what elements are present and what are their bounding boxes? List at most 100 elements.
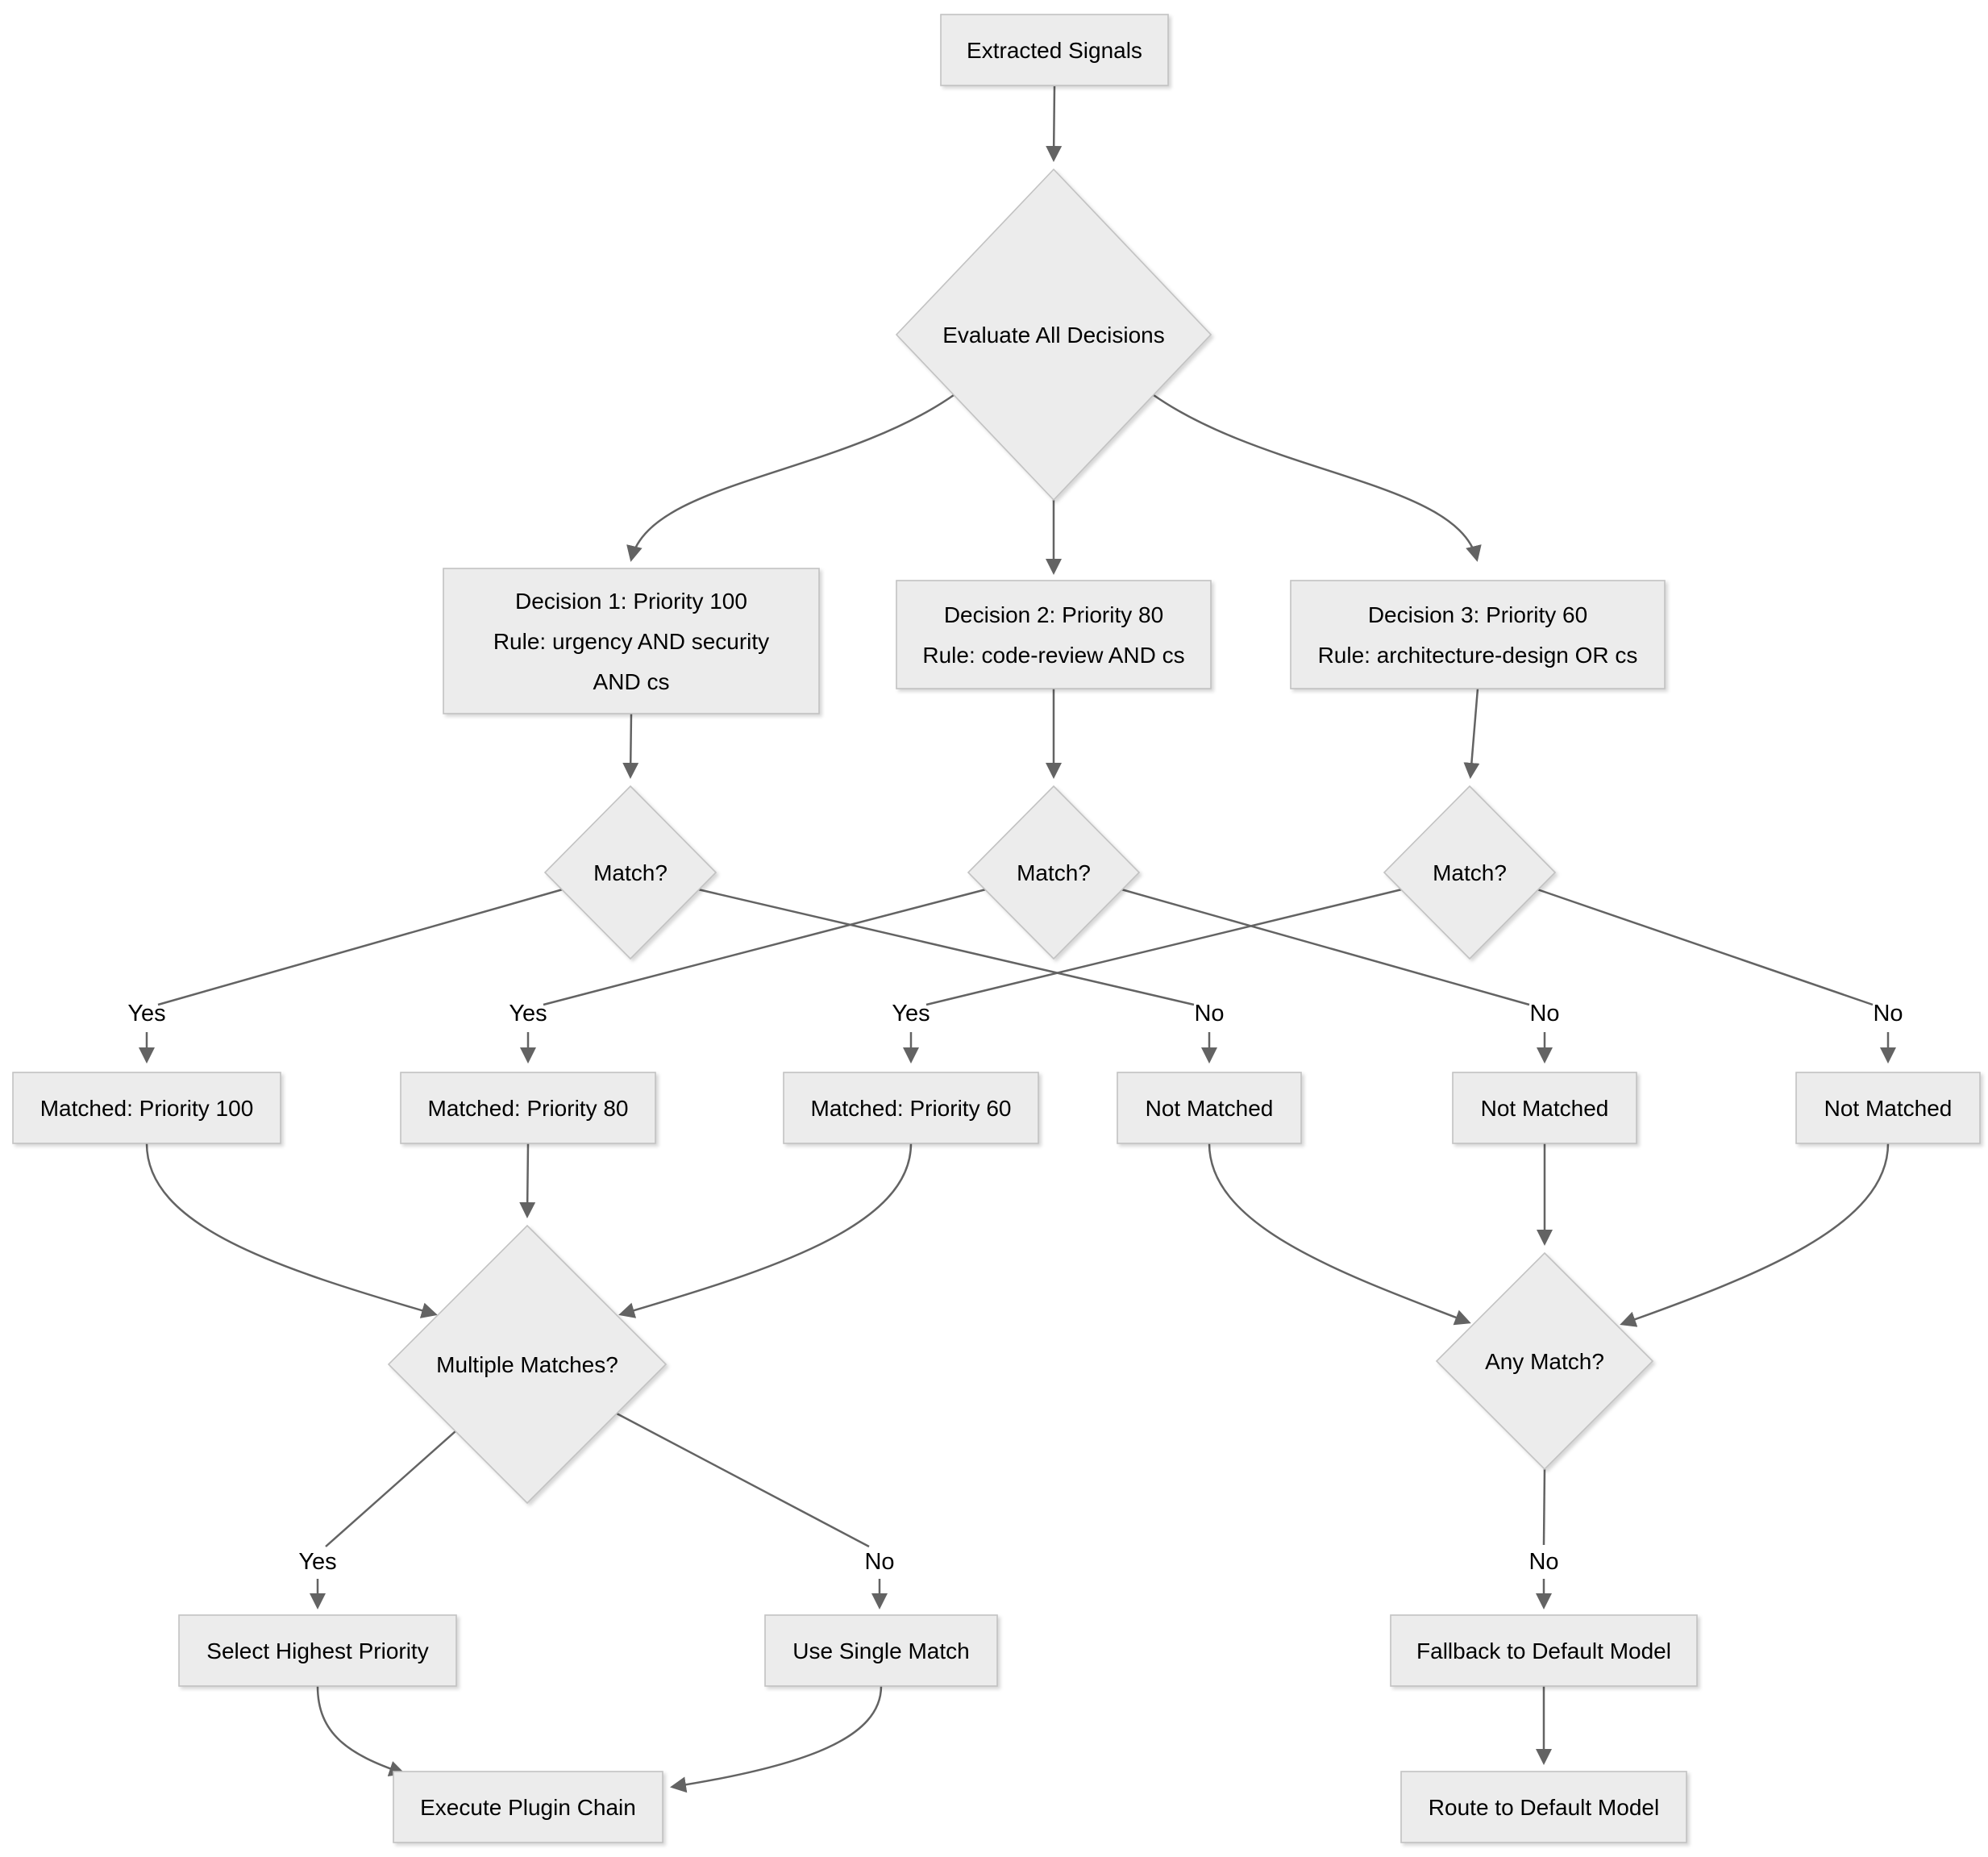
edge-match3-yes-diagonal	[925, 888, 1403, 1006]
edge-match3-no-diagonal	[1537, 888, 1874, 1006]
node-matched-priority-60-label: Matched: Priority 60	[811, 1096, 1012, 1121]
node-match-2-shape	[967, 785, 1141, 960]
node-extracted-signals-shape	[940, 14, 1169, 86]
node-decision-1: Decision 1: Priority 100 Rule: urgency A…	[443, 568, 820, 714]
node-matched-priority-100: Matched: Priority 100	[12, 1072, 281, 1144]
edge-decision3-to-match3	[1463, 688, 1480, 779]
edges-layer	[139, 85, 1896, 1793]
node-use-single-match-label: Use Single Match	[792, 1638, 969, 1663]
node-select-highest-priority: Select Highest Priority	[178, 1614, 457, 1687]
node-execute-plugin-chain: Execute Plugin Chain	[393, 1771, 663, 1843]
edge-label-match2-no: No	[1529, 1001, 1559, 1026]
node-decision-1-line3: AND cs	[593, 669, 670, 694]
node-decision-1-shape	[443, 568, 820, 714]
node-route-to-default-model-label: Route to Default Model	[1429, 1795, 1659, 1820]
node-matched-priority-100-label: Matched: Priority 100	[40, 1096, 254, 1121]
node-evaluate-all-decisions: Evaluate All Decisions	[895, 168, 1212, 502]
node-decision-3: Decision 3: Priority 60 Rule: architectu…	[1290, 580, 1666, 689]
nodes-layer: Extracted Signals Evaluate All Decisions…	[12, 14, 1981, 1843]
node-match-3: Match?	[1383, 785, 1557, 960]
node-any-match: Any Match?	[1435, 1251, 1654, 1471]
edge-select-to-execute	[316, 1685, 406, 1777]
edge-decision1-to-match1	[622, 713, 639, 779]
edge-notmatched3-to-any	[1620, 1143, 1890, 1327]
node-evaluate-all-decisions-shape	[895, 168, 1212, 502]
node-decision-3-line1: Decision 3: Priority 60	[1368, 602, 1587, 627]
edge-matched60-to-multiple	[618, 1143, 913, 1318]
edge-label-match1-yes: Yes	[127, 1001, 165, 1026]
edge-label-match3-no: No	[1873, 1001, 1903, 1026]
node-decision-3-shape	[1290, 580, 1666, 689]
node-matched-priority-80: Matched: Priority 80	[400, 1072, 656, 1144]
edge-label-match2-yes: Yes	[509, 1001, 547, 1026]
node-not-matched-1: Not Matched	[1117, 1072, 1302, 1144]
node-not-matched-3-shape	[1795, 1072, 1981, 1144]
node-not-matched-1-label: Not Matched	[1146, 1096, 1274, 1121]
node-match-1-label: Match?	[593, 860, 668, 885]
node-matched-priority-80-shape	[400, 1072, 656, 1144]
node-multiple-matches-shape	[387, 1224, 668, 1505]
edge-matched80-to-multiple	[519, 1143, 536, 1218]
node-select-highest-priority-shape	[178, 1614, 457, 1687]
node-multiple-matches-label: Multiple Matches?	[436, 1352, 618, 1377]
node-matched-priority-60: Matched: Priority 60	[783, 1072, 1039, 1144]
node-any-match-label: Any Match?	[1485, 1349, 1604, 1374]
edge-multiple-no-diagonal	[616, 1412, 870, 1548]
node-fallback-to-default-model-shape	[1390, 1614, 1698, 1687]
node-not-matched-2-label: Not Matched	[1481, 1096, 1609, 1121]
node-extracted-signals-label: Extracted Signals	[967, 38, 1142, 63]
edge-notmatched1-to-any	[1208, 1143, 1471, 1326]
node-select-highest-priority-label: Select Highest Priority	[206, 1638, 428, 1663]
edge-match1-yes-diagonal	[157, 888, 564, 1006]
node-route-to-default-model: Route to Default Model	[1400, 1771, 1687, 1843]
node-fallback-to-default-model: Fallback to Default Model	[1390, 1614, 1698, 1687]
node-not-matched-2-shape	[1452, 1072, 1637, 1144]
edge-label-match1-no: No	[1194, 1001, 1224, 1026]
node-match-3-shape	[1383, 785, 1557, 960]
node-match-1-shape	[543, 785, 717, 960]
node-evaluate-all-decisions-label: Evaluate All Decisions	[942, 323, 1164, 348]
node-multiple-matches: Multiple Matches?	[387, 1224, 668, 1505]
node-fallback-to-default-model-label: Fallback to Default Model	[1416, 1638, 1671, 1663]
node-extracted-signals: Extracted Signals	[940, 14, 1169, 86]
edge-match1-no-diagonal	[697, 888, 1195, 1006]
node-match-2: Match?	[967, 785, 1141, 960]
node-not-matched-2: Not Matched	[1452, 1072, 1637, 1144]
node-decision-1-line2: Rule: urgency AND security	[493, 629, 769, 654]
edge-label-any-no: No	[1528, 1549, 1558, 1575]
edge-match2-yes-diagonal	[543, 888, 987, 1006]
node-execute-plugin-chain-label: Execute Plugin Chain	[420, 1795, 636, 1820]
node-not-matched-3-label: Not Matched	[1824, 1096, 1953, 1121]
node-decision-2: Decision 2: Priority 80 Rule: code-revie…	[896, 580, 1212, 689]
edge-use-to-execute	[670, 1685, 883, 1793]
edge-any-no-line	[1542, 1468, 1546, 1546]
edge-evaluate-to-decision1	[626, 393, 954, 562]
edge-labels-layer: Yes No Yes No Yes No Yes No No	[127, 1001, 1903, 1575]
node-decision-1-line1: Decision 1: Priority 100	[515, 589, 747, 614]
node-decision-2-line1: Decision 2: Priority 80	[944, 602, 1163, 627]
edge-match2-no-diagonal	[1121, 888, 1530, 1006]
node-not-matched-3: Not Matched	[1795, 1072, 1981, 1144]
node-decision-2-shape	[896, 580, 1212, 689]
node-match-2-label: Match?	[1017, 860, 1091, 885]
node-matched-priority-80-label: Matched: Priority 80	[428, 1096, 629, 1121]
node-use-single-match: Use Single Match	[764, 1614, 998, 1687]
node-matched-priority-60-shape	[783, 1072, 1039, 1144]
node-not-matched-1-shape	[1117, 1072, 1302, 1144]
node-match-3-label: Match?	[1433, 860, 1507, 885]
node-decision-2-line2: Rule: code-review AND cs	[922, 643, 1184, 668]
edge-label-match3-yes: Yes	[892, 1001, 930, 1026]
node-execute-plugin-chain-shape	[393, 1771, 663, 1843]
node-match-1: Match?	[543, 785, 717, 960]
edge-label-multiple-yes: Yes	[298, 1549, 336, 1575]
node-any-match-shape	[1435, 1251, 1654, 1471]
node-use-single-match-shape	[764, 1614, 998, 1687]
edge-label-multiple-no: No	[864, 1549, 894, 1575]
edge-evaluate-to-decision3	[1153, 393, 1482, 562]
node-route-to-default-model-shape	[1400, 1771, 1687, 1843]
edge-multiple-yes-diagonal	[325, 1430, 456, 1547]
node-decision-3-line2: Rule: architecture-design OR cs	[1318, 643, 1638, 668]
node-matched-priority-100-shape	[12, 1072, 281, 1144]
